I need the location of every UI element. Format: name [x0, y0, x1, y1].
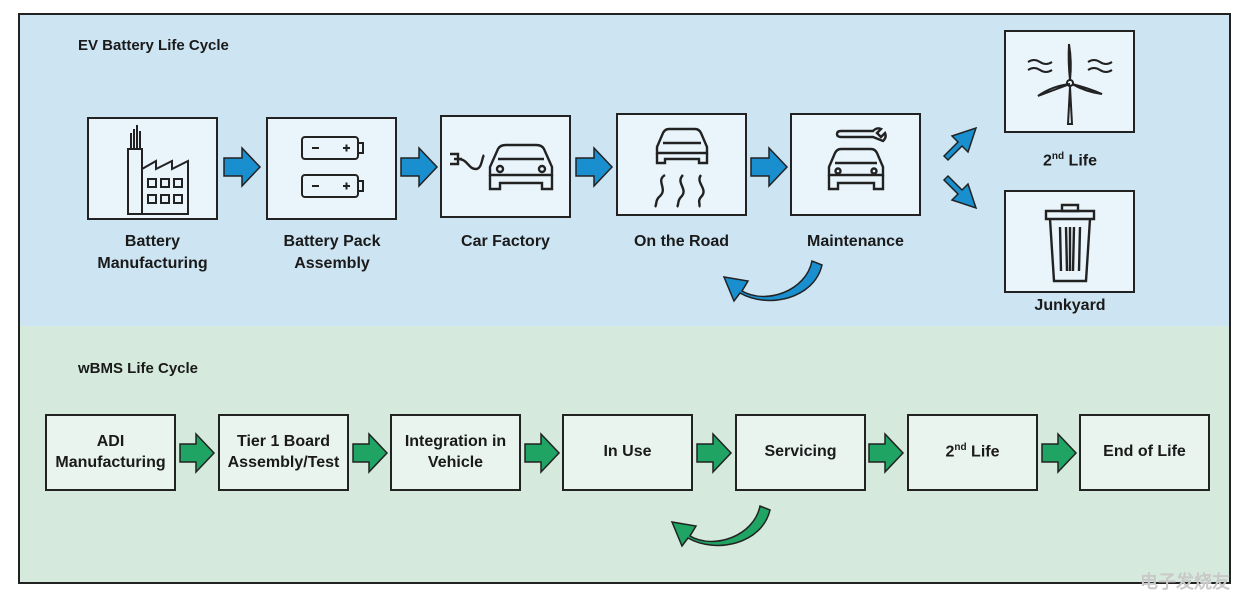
ev-section-title: EV Battery Life Cycle: [78, 37, 229, 54]
watermark: 电子发烧友: [1140, 572, 1230, 593]
ev-arrow-1: [223, 146, 262, 188]
wbms-arrow-6: [1041, 432, 1078, 474]
wbms-arrow-3: [524, 432, 561, 474]
car-wrench-icon: [827, 126, 887, 190]
ev-arrow-3: [575, 146, 614, 188]
battery-pack-assembly-box: [266, 117, 397, 220]
wbms-stage-in-use: In Use: [562, 414, 693, 491]
trash-icon: [1044, 203, 1095, 282]
wbms-loop-arrow: [670, 504, 771, 548]
wbms-stage-second-life: 2nd Life: [907, 414, 1038, 491]
on-the-road-box: [616, 113, 747, 216]
wbms-stage-servicing: Servicing: [735, 414, 866, 491]
maintenance-label: Maintenance: [807, 233, 904, 250]
maintenance-box: [790, 113, 921, 216]
ev-arrow-4: [750, 146, 789, 188]
car-plug-icon: [449, 143, 553, 190]
wbms-arrow-4: [696, 432, 733, 474]
battery-manufacturing-box: [87, 117, 218, 220]
car-factory-label: Car Factory: [461, 233, 550, 250]
on-the-road-label: On the Road: [633, 233, 730, 250]
ev-arrow-down-right: [942, 174, 978, 210]
wbms-arrow-5: [868, 432, 905, 474]
wbms-arrow-1: [179, 432, 216, 474]
second-life-label: 2nd Life: [1042, 151, 1097, 170]
second-life-box: [1004, 30, 1135, 133]
battery-icon: [300, 135, 364, 198]
car-road-icon: [653, 127, 708, 208]
wind-turbine-icon: [1026, 43, 1113, 125]
wbms-section-title: wBMS Life Cycle: [78, 360, 199, 377]
ev-arrow-2: [400, 146, 439, 188]
wbms-arrow-2: [352, 432, 389, 474]
factory-icon: [126, 124, 189, 215]
junkyard-box: [1004, 190, 1135, 293]
car-factory-box: [440, 115, 571, 218]
ev-loop-arrow: [722, 259, 823, 303]
junkyard-label: Junkyard: [1034, 297, 1106, 314]
wbms-stage-end-of-life: End of Life: [1079, 414, 1210, 491]
ev-arrow-up-right: [942, 126, 978, 162]
